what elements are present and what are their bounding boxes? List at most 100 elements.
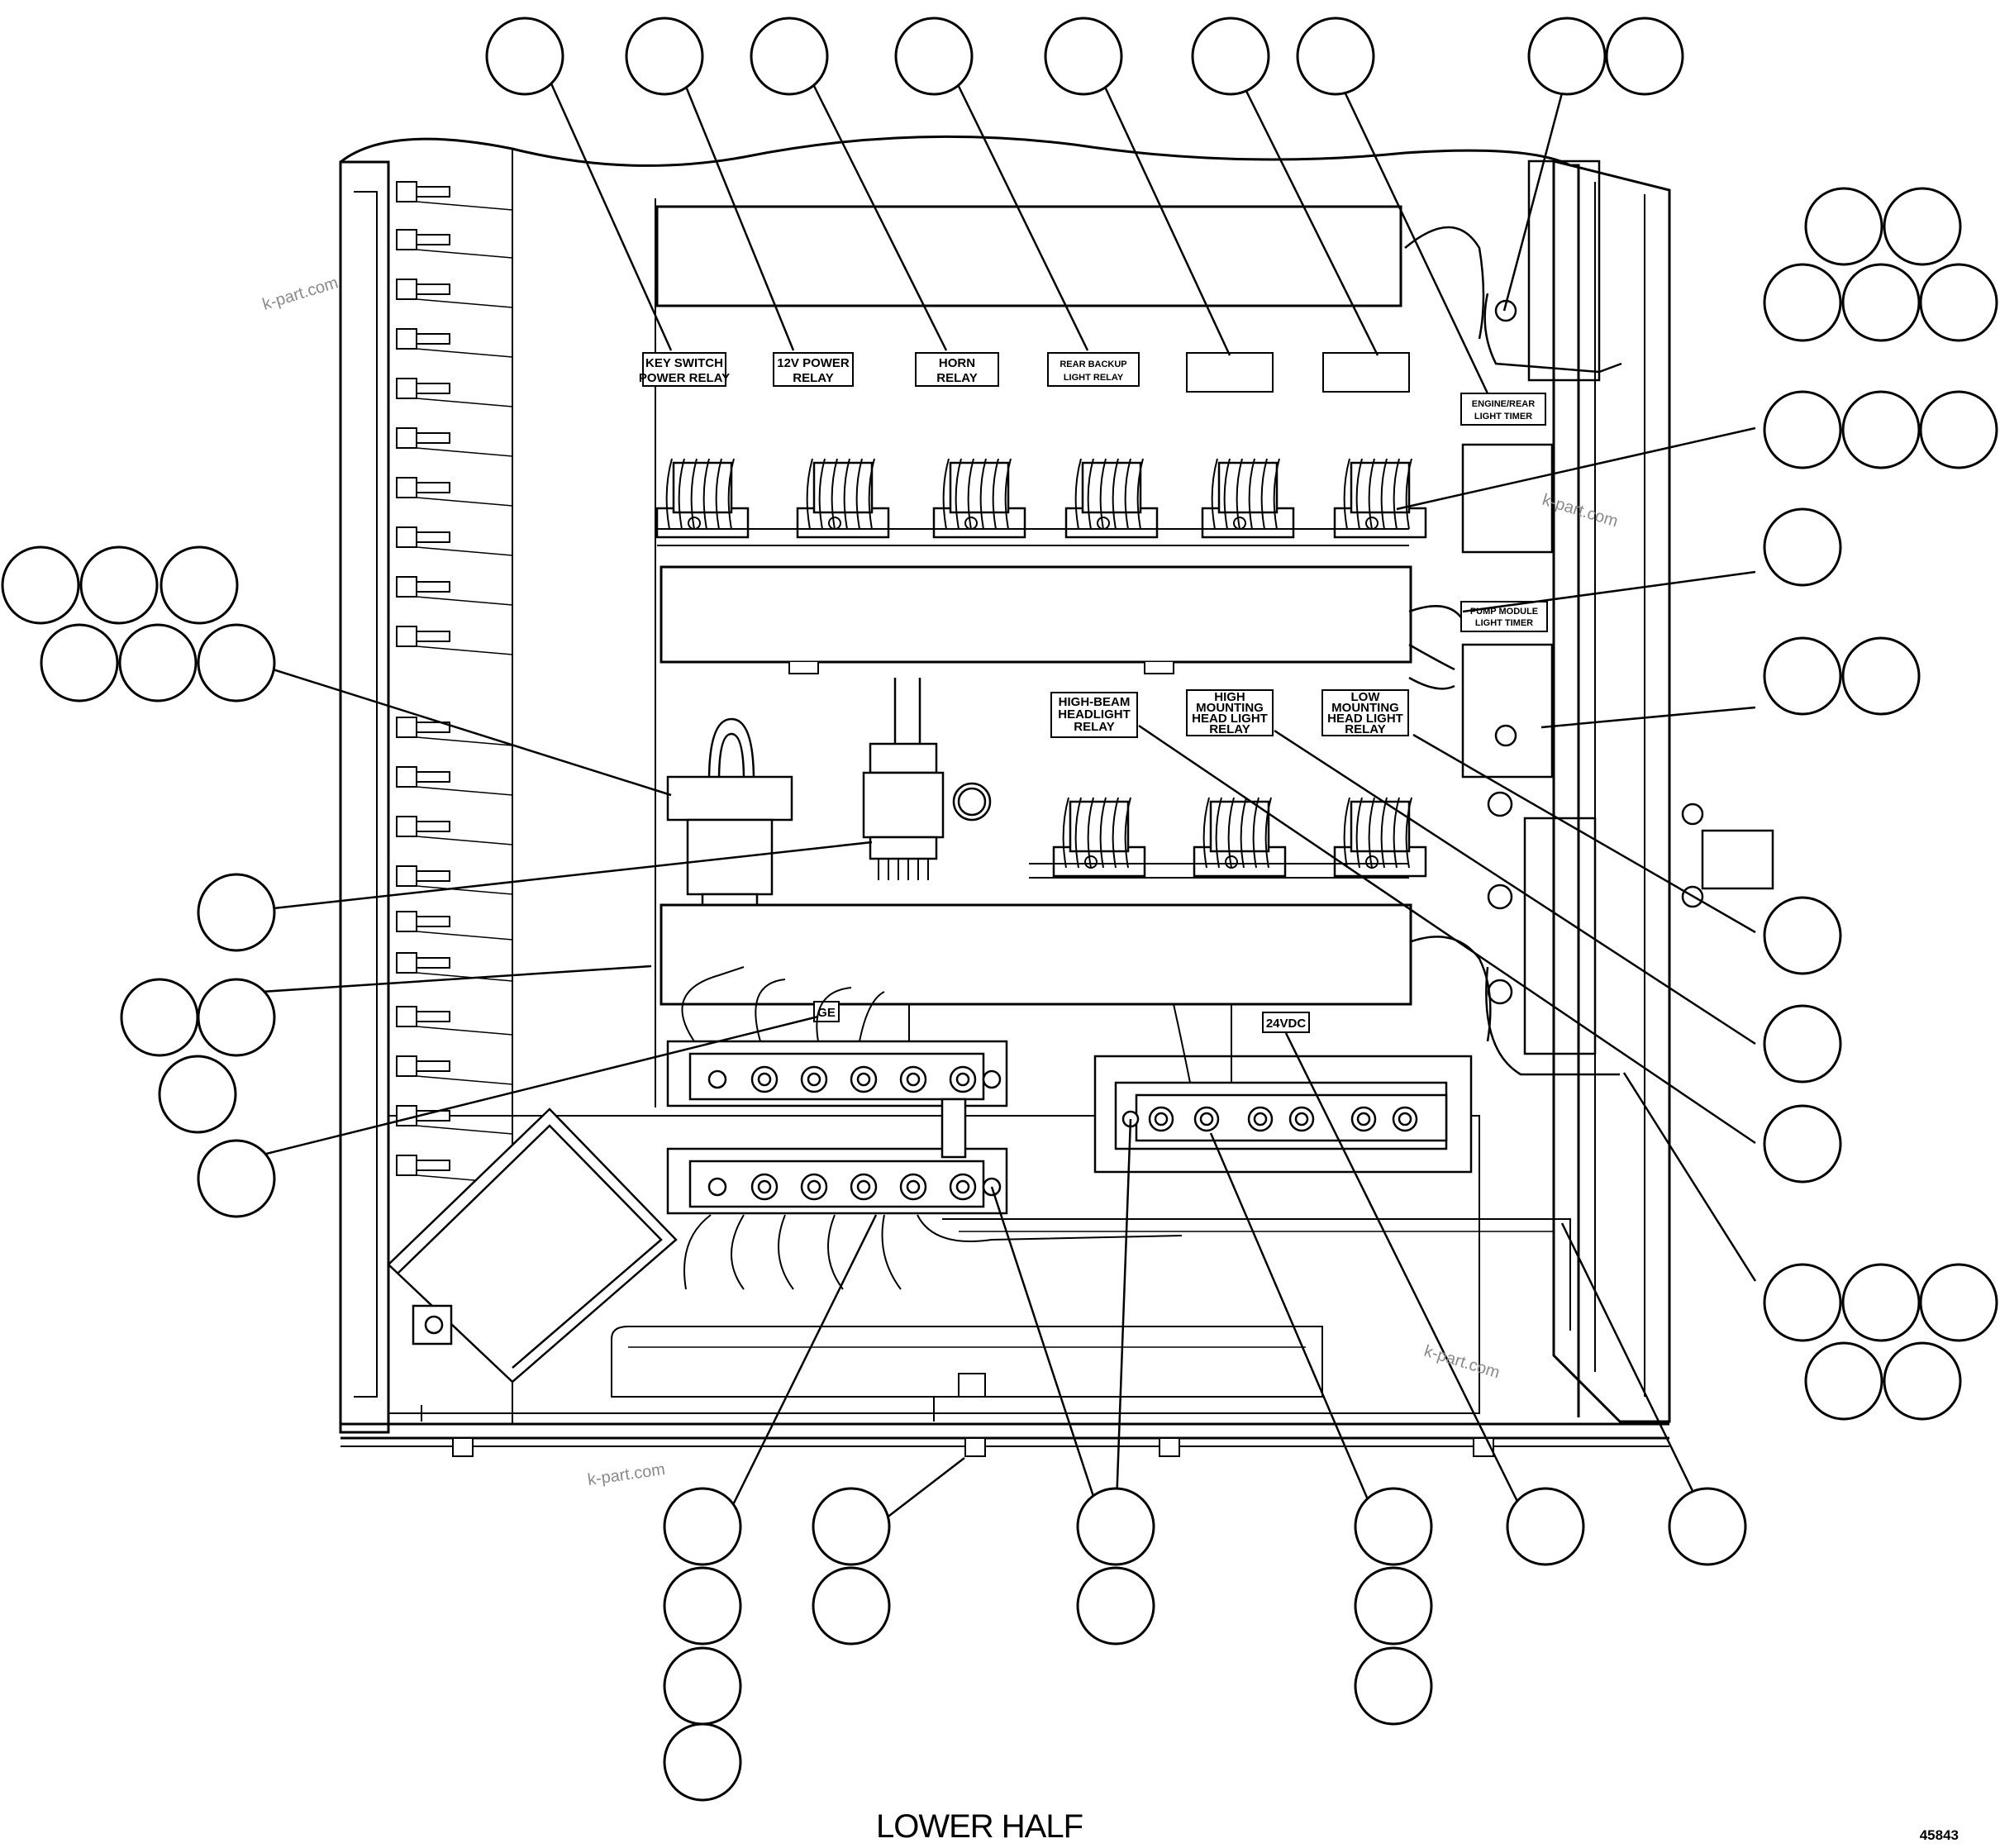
leader-line [721,1214,878,1527]
leader-line [990,1186,1105,1527]
strip-wire [416,1026,513,1036]
strip-wire [416,497,513,507]
strip-wire [416,1125,513,1135]
rear-backup-label: REAR BACKUP LIGHT RELAY [1047,352,1140,387]
relay-wire [1405,458,1412,530]
strip-bolt [416,283,450,295]
callout-balloon [1506,1487,1585,1566]
svg-text:POWER RELAY: POWER RELAY [639,371,730,385]
relay-wire [1074,797,1082,869]
blank-relay-label-2 [1322,352,1410,393]
terminal-stud [1154,1112,1169,1126]
strip-fastener [396,526,417,548]
leader-line [545,74,673,351]
terminal-stud [982,1069,1002,1089]
callout-balloon [40,623,119,703]
engine-light-timer-label: ENGINE/REAR LIGHT TIMER [1460,393,1546,426]
relay-wire [1236,458,1243,530]
leader-line [236,1015,819,1163]
relay-wire [1248,458,1255,530]
strip-wire [416,348,513,358]
strip-fastener [396,626,417,647]
relay-wire [843,458,850,530]
callout-balloon [197,873,276,952]
callout-balloon [1191,17,1270,96]
low-mounting-label: LOW MOUNTING HEAD LIGHT RELAY [1321,689,1409,736]
svg-text:RELAY: RELAY [793,371,833,385]
callout-balloon [1919,1263,1998,1342]
leader-line [1335,74,1489,394]
svg-text:LIGHT RELAY: LIGHT RELAY [1064,373,1124,383]
strip-fastener [396,717,417,738]
terminal-stud [807,1072,821,1087]
watermark-4: k-part.com [587,1460,667,1489]
svg-text:MOUNTING: MOUNTING [1331,701,1399,715]
relay-wire [1087,797,1094,869]
callout-balloon [1841,1263,1921,1342]
callout-balloon [79,545,159,625]
relay-wire [1124,458,1131,530]
terminal-stud [856,1179,871,1194]
relay-wire [1368,458,1375,530]
terminal-stud [1356,1112,1371,1126]
leader-line [236,964,652,995]
callout-balloon [1841,263,1921,342]
strip-bolt [416,771,450,783]
relay-wire [1273,458,1280,530]
svg-text:HEAD LIGHT: HEAD LIGHT [1192,712,1268,726]
left-terminal-strip [396,181,513,1184]
strip-bolt [416,916,450,927]
callout-balloon [1763,1104,1842,1184]
callout-balloon [1354,1566,1433,1646]
relay-wire [1124,797,1131,869]
strip-wire [416,596,513,606]
leader-line [807,74,948,351]
strip-fastener [396,952,417,974]
strip-wire [416,972,513,982]
callout-balloon [1763,507,1842,587]
leader-line [1284,1032,1531,1527]
terminal-stud [1253,1112,1268,1126]
svg-text:HEAD LIGHT: HEAD LIGHT [1327,712,1403,726]
relay-wire [1380,458,1388,530]
callout-balloon [894,17,974,96]
strip-bolt [416,722,450,733]
callout-balloon [1919,390,1998,469]
relay-wire [690,458,698,530]
relay-wire [1343,797,1350,869]
strip-bolt [416,1160,450,1171]
bottom-screw [452,1437,474,1457]
key-switch-label: KEY SWITCH POWER RELAY [639,352,730,387]
callout-balloon [1076,1487,1155,1566]
middle-relay-row [1029,797,1427,879]
callout-balloon [1763,390,1842,469]
callout-balloon [1076,1566,1155,1646]
callout-balloon [1841,390,1921,469]
terminal-stud [955,1179,970,1194]
relay-body [1350,461,1411,514]
terminal-stud [807,1179,821,1194]
middle-relay-labels: HIGH-BEAM HEADLIGHT RELAY HIGH MOUNTING … [1050,689,1409,738]
strip-bolt [416,383,450,394]
strip-fastener [396,328,417,350]
svg-text:HORN: HORN [939,356,975,370]
strip-bolt [416,432,450,444]
svg-text:RELAY: RELAY [1209,722,1250,736]
strip-wire [416,546,513,556]
relay-wire [992,458,999,530]
power-12v-label: 12V POWER RELAY [773,352,854,387]
callout-balloon [1763,636,1842,716]
terminal-stud [1199,1112,1214,1126]
callout-balloon [1763,263,1842,342]
strip-wire [416,298,513,308]
strip-fastener [396,911,417,932]
svg-text:RELAY: RELAY [1345,722,1385,736]
din-rail [657,528,1409,546]
leader-line [1209,1132,1381,1527]
relay-wire [1112,458,1119,530]
relay-wire [1393,458,1400,530]
callout-balloon [663,1487,742,1566]
relay-wire [806,458,813,530]
relay-wire [1264,797,1272,869]
relay-wire [1004,458,1012,530]
